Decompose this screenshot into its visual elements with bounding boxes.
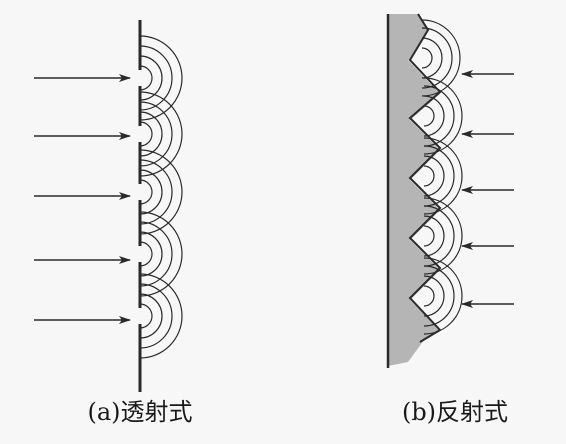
transmission-caption: (a)透射式	[87, 398, 193, 426]
wavelet-arc	[139, 159, 173, 225]
wavelet-arc	[423, 265, 455, 327]
wavelet-arc	[139, 303, 153, 329]
wavelet-arc	[421, 27, 453, 89]
wavelet-arc	[139, 211, 183, 297]
wavelet-arc	[423, 225, 435, 247]
reflection-grating-body	[388, 14, 440, 366]
grating-sawtooth-edge	[408, 13, 442, 343]
wavelet-arc	[421, 19, 461, 97]
wavelet-arc	[139, 179, 153, 205]
wavelet-arc	[423, 257, 463, 335]
reflection-caption: (b)反射式	[401, 398, 509, 426]
wavelet-arc	[139, 111, 163, 157]
wavelet-arc	[423, 145, 455, 207]
wavelet-arc	[139, 241, 153, 267]
wavelet-arc	[423, 105, 435, 127]
transmission-grating-panel	[34, 20, 183, 392]
wavelet-arc	[423, 95, 445, 137]
wavelet-arc	[139, 231, 163, 277]
wavelet-arc	[139, 283, 173, 349]
reflection-grating-panel	[386, 13, 514, 368]
wavelet-arc	[139, 45, 173, 111]
wavelet-arc	[423, 215, 445, 257]
wavelet-arc	[139, 221, 173, 287]
wavelet-arc	[423, 285, 435, 307]
wavelet-arc	[139, 35, 183, 121]
wavelet-arc	[139, 101, 173, 167]
wavelet-arc	[423, 85, 455, 147]
wavelet-arc	[139, 65, 153, 91]
wavelet-arc	[139, 55, 163, 101]
wavelet-arc	[139, 273, 183, 359]
wavelet-arc	[423, 275, 445, 317]
wavelet-arc	[423, 205, 455, 267]
wavelet-arc	[421, 37, 443, 79]
wavelet-arc	[139, 91, 183, 177]
wavelet-arc	[139, 293, 163, 339]
wavelet-arc	[139, 149, 183, 235]
wavelet-arc	[421, 47, 433, 69]
wavelet-arc	[423, 165, 435, 187]
wavelet-arc	[423, 155, 445, 197]
wavelet-arc	[139, 121, 153, 147]
wavelet-arc	[139, 169, 163, 215]
